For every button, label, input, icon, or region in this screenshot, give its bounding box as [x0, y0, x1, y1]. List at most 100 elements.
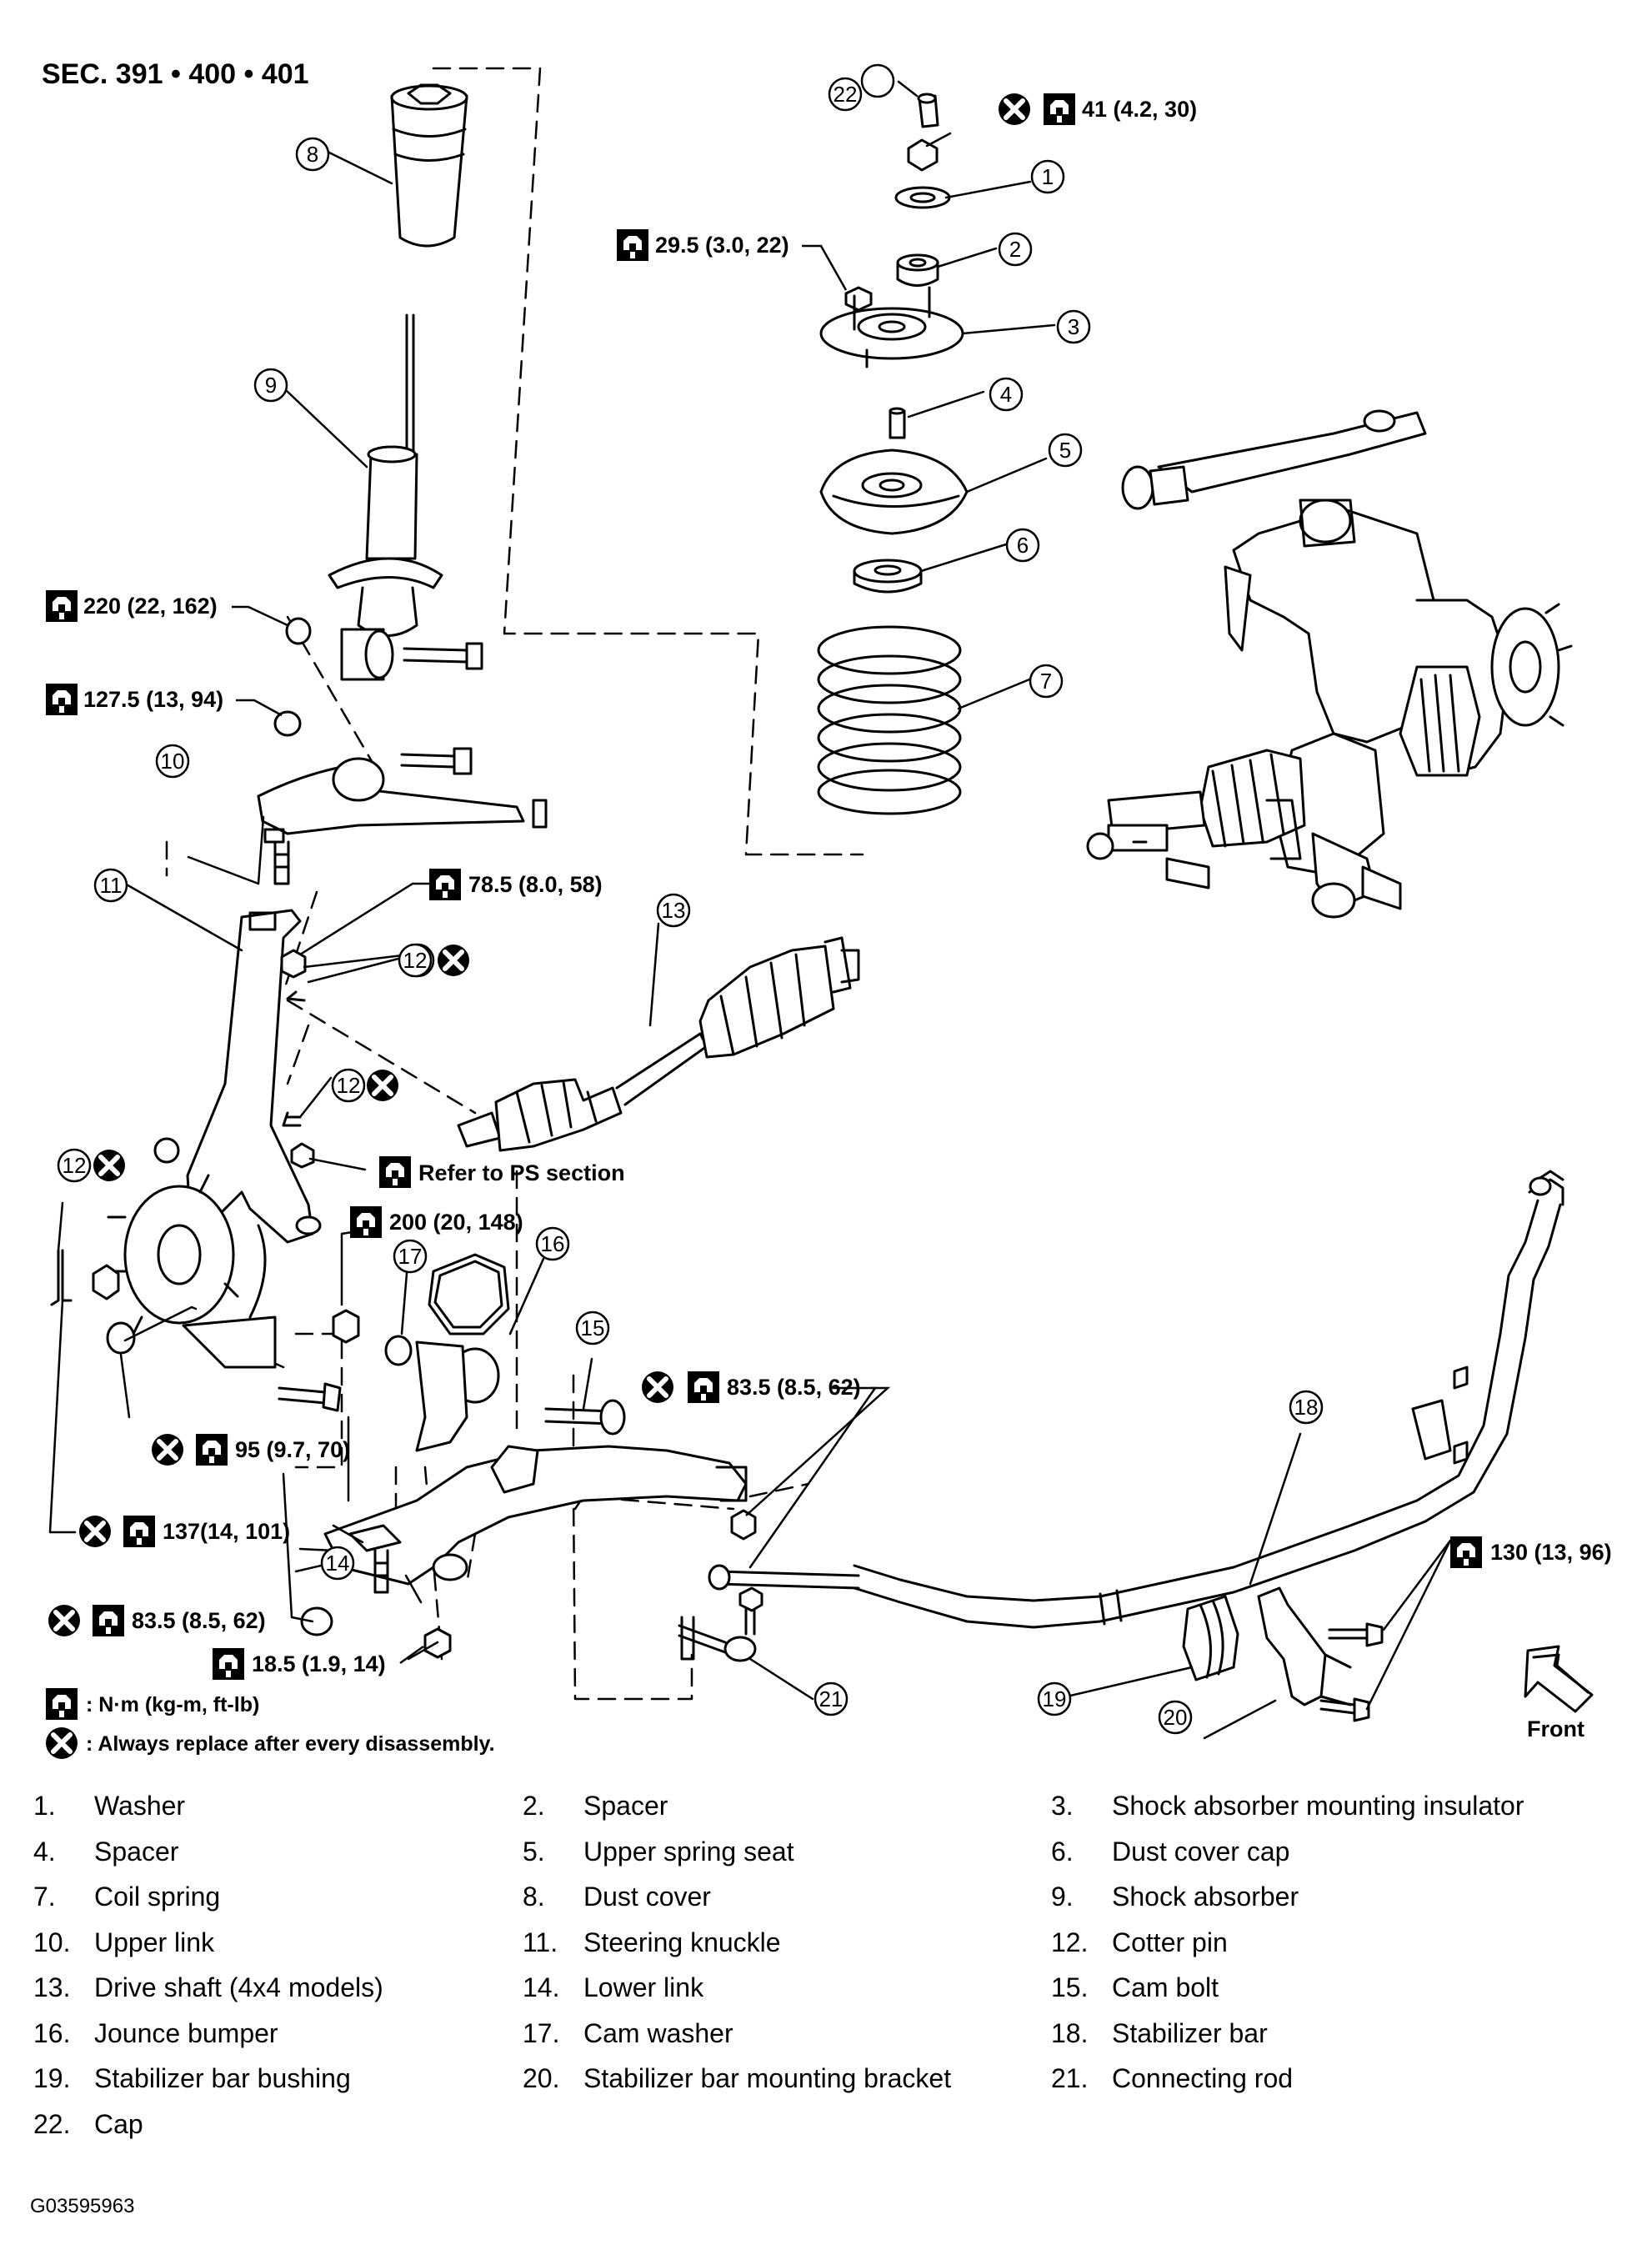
torque-spec-220: 220 (22, 162)	[46, 590, 288, 627]
torque-78-5-label: 78.5 (8.0, 58)	[468, 872, 603, 897]
replace-x-icon	[79, 1516, 111, 1547]
torque-wrench-icon	[379, 1156, 411, 1188]
ball-joint-nuts	[280, 949, 315, 1169]
legend-name-14: Lower link	[583, 1972, 704, 2002]
stabilizer-bar	[853, 1170, 1564, 1629]
legend-name-18: Stabilizer bar	[1112, 2018, 1268, 2048]
legend-name-21: Connecting rod	[1112, 2063, 1294, 2093]
callout-12-a: 12	[403, 948, 428, 973]
callout-circle-12-top	[398, 943, 433, 978]
callout-20: 20	[1164, 1705, 1188, 1730]
legend-num-19: 19.	[33, 2063, 71, 2093]
torque-wrench-icon	[1450, 1536, 1482, 1568]
legend-name-3: Shock absorber mounting insulator	[1112, 1791, 1524, 1821]
stabilizer-bar-mounting-bracket	[1257, 1586, 1352, 1706]
replace-x-icon	[438, 945, 469, 976]
upper-link	[257, 710, 548, 885]
legend-name-17: Cam washer	[583, 2018, 733, 2048]
replace-x-icon	[642, 1371, 673, 1403]
torque-wrench-icon	[93, 1605, 124, 1636]
callout-6: 6	[1017, 533, 1029, 558]
callout-4: 4	[1000, 382, 1012, 407]
replace-x-icon	[367, 1070, 398, 1101]
replace-marker-12-b	[367, 1070, 398, 1101]
legend-name-12: Cotter pin	[1112, 1927, 1228, 1957]
legend-name-1: Washer	[94, 1791, 186, 1821]
legend-num-14: 14.	[523, 1972, 560, 2002]
replace-x-icon	[152, 1434, 183, 1466]
legend-num-3: 3.	[1051, 1791, 1074, 1821]
legend-num-18: 18.	[1051, 2018, 1089, 2048]
legend-name-2: Spacer	[583, 1791, 668, 1821]
torque-wrench-icon	[350, 1206, 382, 1238]
legend-num-13: 13.	[33, 1972, 71, 2002]
connecting-rod	[678, 1564, 860, 1662]
front-label: Front	[1527, 1716, 1584, 1741]
callout-12-b: 12	[337, 1073, 361, 1098]
legend-name-6: Dust cover cap	[1112, 1837, 1290, 1867]
torque-wrench-icon	[617, 229, 648, 261]
legend-name-5: Upper spring seat	[583, 1837, 794, 1867]
legend-num-17: 17.	[523, 2018, 560, 2048]
replace-x-icon	[93, 1150, 125, 1181]
legend-name-8: Dust cover	[583, 1882, 711, 1912]
key-torque-text: : N·m (kg-m, ft-lb)	[86, 1693, 259, 1716]
legend-name-11: Steering knuckle	[583, 1927, 781, 1957]
torque-wrench-icon	[46, 1688, 78, 1720]
callout-15: 15	[581, 1315, 605, 1340]
torque-wrench-icon	[123, 1516, 155, 1547]
legend-name-4: Spacer	[94, 1837, 179, 1867]
torque-spec-127-5: 127.5 (13, 94)	[46, 684, 283, 717]
torque-83-5-upper-label: 83.5 (8.5, 62)	[727, 1375, 861, 1400]
callout-3: 3	[1068, 314, 1079, 339]
dust-cover-cap	[853, 559, 923, 594]
torque-spec-ps: Refer to PS section	[379, 1156, 625, 1188]
torque-41-label: 41 (4.2, 30)	[1082, 97, 1197, 122]
legend-name-20: Stabilizer bar mounting bracket	[583, 2063, 952, 2093]
lower-link-nut-a	[332, 1309, 360, 1344]
upper-spring-seat	[819, 448, 969, 535]
cam-bolt	[544, 1399, 626, 1436]
legend-name-9: Shock absorber	[1112, 1882, 1299, 1912]
legend-name-7: Coil spring	[94, 1882, 221, 1912]
torque-spec-83-5-upper: 83.5 (8.5, 62)	[642, 1371, 891, 1516]
callout-7: 7	[1040, 669, 1052, 694]
lower-spacer	[889, 407, 906, 439]
callout-18: 18	[1294, 1395, 1319, 1420]
torque-wrench-icon	[46, 590, 78, 622]
torque-wrench-icon	[213, 1648, 244, 1680]
legend-num-16: 16.	[33, 2018, 71, 2048]
section-title: SEC. 391 • 400 • 401	[42, 58, 309, 90]
legend-name-22: Cap	[94, 2109, 143, 2139]
callout-21: 21	[819, 1686, 844, 1711]
callout-circles	[57, 63, 1324, 1735]
leader-lines	[48, 80, 1452, 1740]
drive-shaft	[457, 936, 860, 1152]
torque-18-5-label: 18.5 (1.9, 14)	[252, 1651, 386, 1676]
torque-spec-95: 95 (9.7, 70)	[152, 1434, 350, 1466]
torque-220-label: 220 (22, 162)	[83, 594, 218, 619]
torque-83-5-lower-label: 83.5 (8.5, 62)	[132, 1608, 266, 1633]
torque-wrench-icon	[46, 684, 78, 715]
torque-wrench-icon	[429, 869, 461, 900]
callout-12-c: 12	[63, 1153, 87, 1178]
legend-name-13: Drive shaft (4x4 models)	[94, 1972, 383, 2002]
torque-130-label: 130 (13, 96)	[1490, 1540, 1612, 1565]
callout-numbers: 1 2 3 4 5 6 7 8 9 10 11 12 12 12 12 13 1…	[63, 82, 1319, 1730]
mount-nut	[907, 138, 939, 172]
legend-num-22: 22.	[33, 2109, 71, 2139]
key-replace: : Always replace after every disassembly…	[46, 1727, 495, 1759]
torque-95-label: 95 (9.7, 70)	[235, 1437, 350, 1462]
torque-137-label: 137(14, 101)	[163, 1519, 290, 1544]
dust-cover	[390, 83, 468, 248]
legend-name-19: Stabilizer bar bushing	[94, 2063, 351, 2093]
torque-200-label: 200 (20, 148)	[389, 1210, 523, 1235]
callout-13: 13	[662, 898, 686, 923]
callout-19: 19	[1043, 1686, 1067, 1711]
legend-num-12: 12.	[1051, 1927, 1089, 1957]
legend-num-1: 1.	[33, 1791, 56, 1821]
callout-14: 14	[326, 1551, 350, 1576]
bracket-bolts	[1319, 1622, 1384, 1722]
legend-num-5: 5.	[523, 1837, 545, 1867]
